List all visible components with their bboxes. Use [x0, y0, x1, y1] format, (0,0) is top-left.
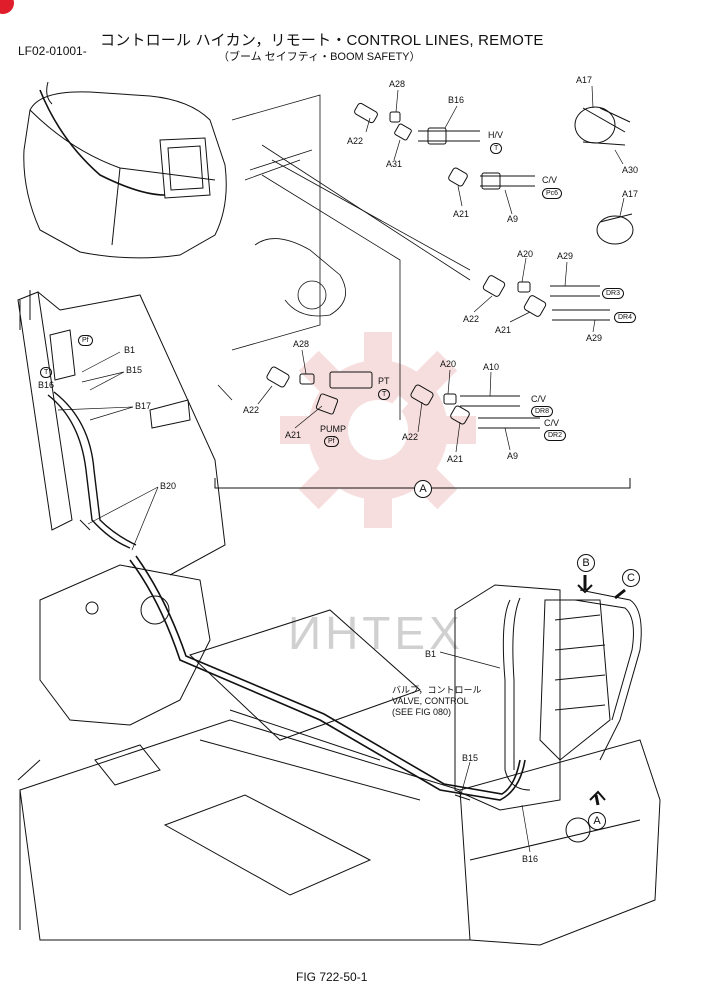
label-a9-2: A9: [507, 451, 519, 461]
oval-t-1: T: [490, 143, 503, 154]
detail-marker-a: A: [414, 480, 432, 498]
label-a9-1: A9: [507, 214, 519, 224]
label-a22-r: A22: [402, 432, 419, 442]
label-a22-low: A22: [243, 405, 260, 415]
label-a17-mid: A17: [622, 189, 639, 199]
label-b15-right: B15: [462, 753, 479, 763]
label-a31: A31: [386, 159, 403, 169]
oval-t-3: T: [40, 367, 53, 378]
leader-lines: [57, 85, 625, 853]
label-a21-1: A21: [453, 209, 470, 219]
label-a28-low: A28: [293, 339, 310, 349]
oval-dr8: DR8: [531, 406, 554, 417]
figure-caption: FIG 722-50-1: [296, 970, 368, 984]
label-a20-1: A20: [517, 249, 534, 259]
label-b16-left: B16: [38, 380, 55, 390]
label-b16-top: B16: [448, 95, 465, 105]
label-b20: B20: [160, 481, 177, 491]
label-a22-mid: A22: [463, 314, 480, 324]
label-a28-top: A28: [389, 79, 406, 89]
oval-dr4: DR4: [614, 312, 637, 323]
corner-badge: [0, 0, 14, 14]
label-a22-top: A22: [347, 136, 364, 146]
oval-pc6: Pc6: [542, 188, 563, 199]
cab-drawing: [23, 81, 227, 259]
marker-b: B: [577, 554, 595, 572]
label-a17-top: A17: [576, 75, 593, 85]
label-valve-jp: バルブ，コントロール: [392, 685, 482, 695]
label-b1-left: B1: [124, 345, 136, 355]
oval-dr2: DR2: [544, 430, 567, 441]
label-cv-2: C/V: [531, 394, 547, 404]
page-title: コントロール ハイカン，リモート・CONTROL LINES, REMOTE: [100, 32, 544, 49]
detail-background: [217, 94, 471, 420]
oval-dr3: DR3: [602, 288, 625, 299]
page-subtitle: （ブーム セイフティ・BOOM SAFETY）: [218, 51, 421, 63]
control-lines: [129, 559, 526, 801]
detail-fittings: [266, 102, 634, 429]
oval-pf-1: Pf: [324, 436, 339, 447]
label-hv: H/V: [488, 130, 504, 140]
oval-t-2: T: [378, 389, 391, 400]
label-b17: B17: [135, 401, 152, 411]
label-a30: A30: [622, 165, 639, 175]
label-a29-2: A29: [586, 333, 603, 343]
label-cv-1: C/V: [542, 175, 558, 185]
label-b16-bottom: B16: [522, 854, 539, 864]
boom-drawing: [17, 290, 226, 576]
label-pt: PT: [378, 376, 390, 386]
label-a21-3: A21: [285, 430, 302, 440]
label-b1-right: B1: [425, 649, 437, 659]
label-valve-en: VALVE, CONTROL: [392, 696, 469, 706]
label-a29-1: A29: [557, 251, 574, 261]
label-a21-2: A21: [495, 325, 512, 335]
marker-c: C: [622, 569, 640, 587]
label-cv-3: C/V: [544, 418, 560, 428]
machine-frame: [17, 564, 661, 946]
label-b15-left: B15: [126, 365, 143, 375]
oval-pf-2: Pf: [78, 335, 93, 346]
control-valve-drawing: [454, 575, 642, 811]
label-a21-4: A21: [447, 454, 464, 464]
label-valve-ref: (SEE FIG 080): [392, 707, 452, 717]
label-a10: A10: [483, 362, 500, 372]
marker-a: A: [588, 812, 606, 830]
watermark-text: ИНТЕХ: [288, 607, 464, 659]
label-a20-2: A20: [440, 359, 457, 369]
label-pump: PUMP: [320, 424, 347, 434]
figure-code: LF02-01001-: [18, 44, 87, 58]
